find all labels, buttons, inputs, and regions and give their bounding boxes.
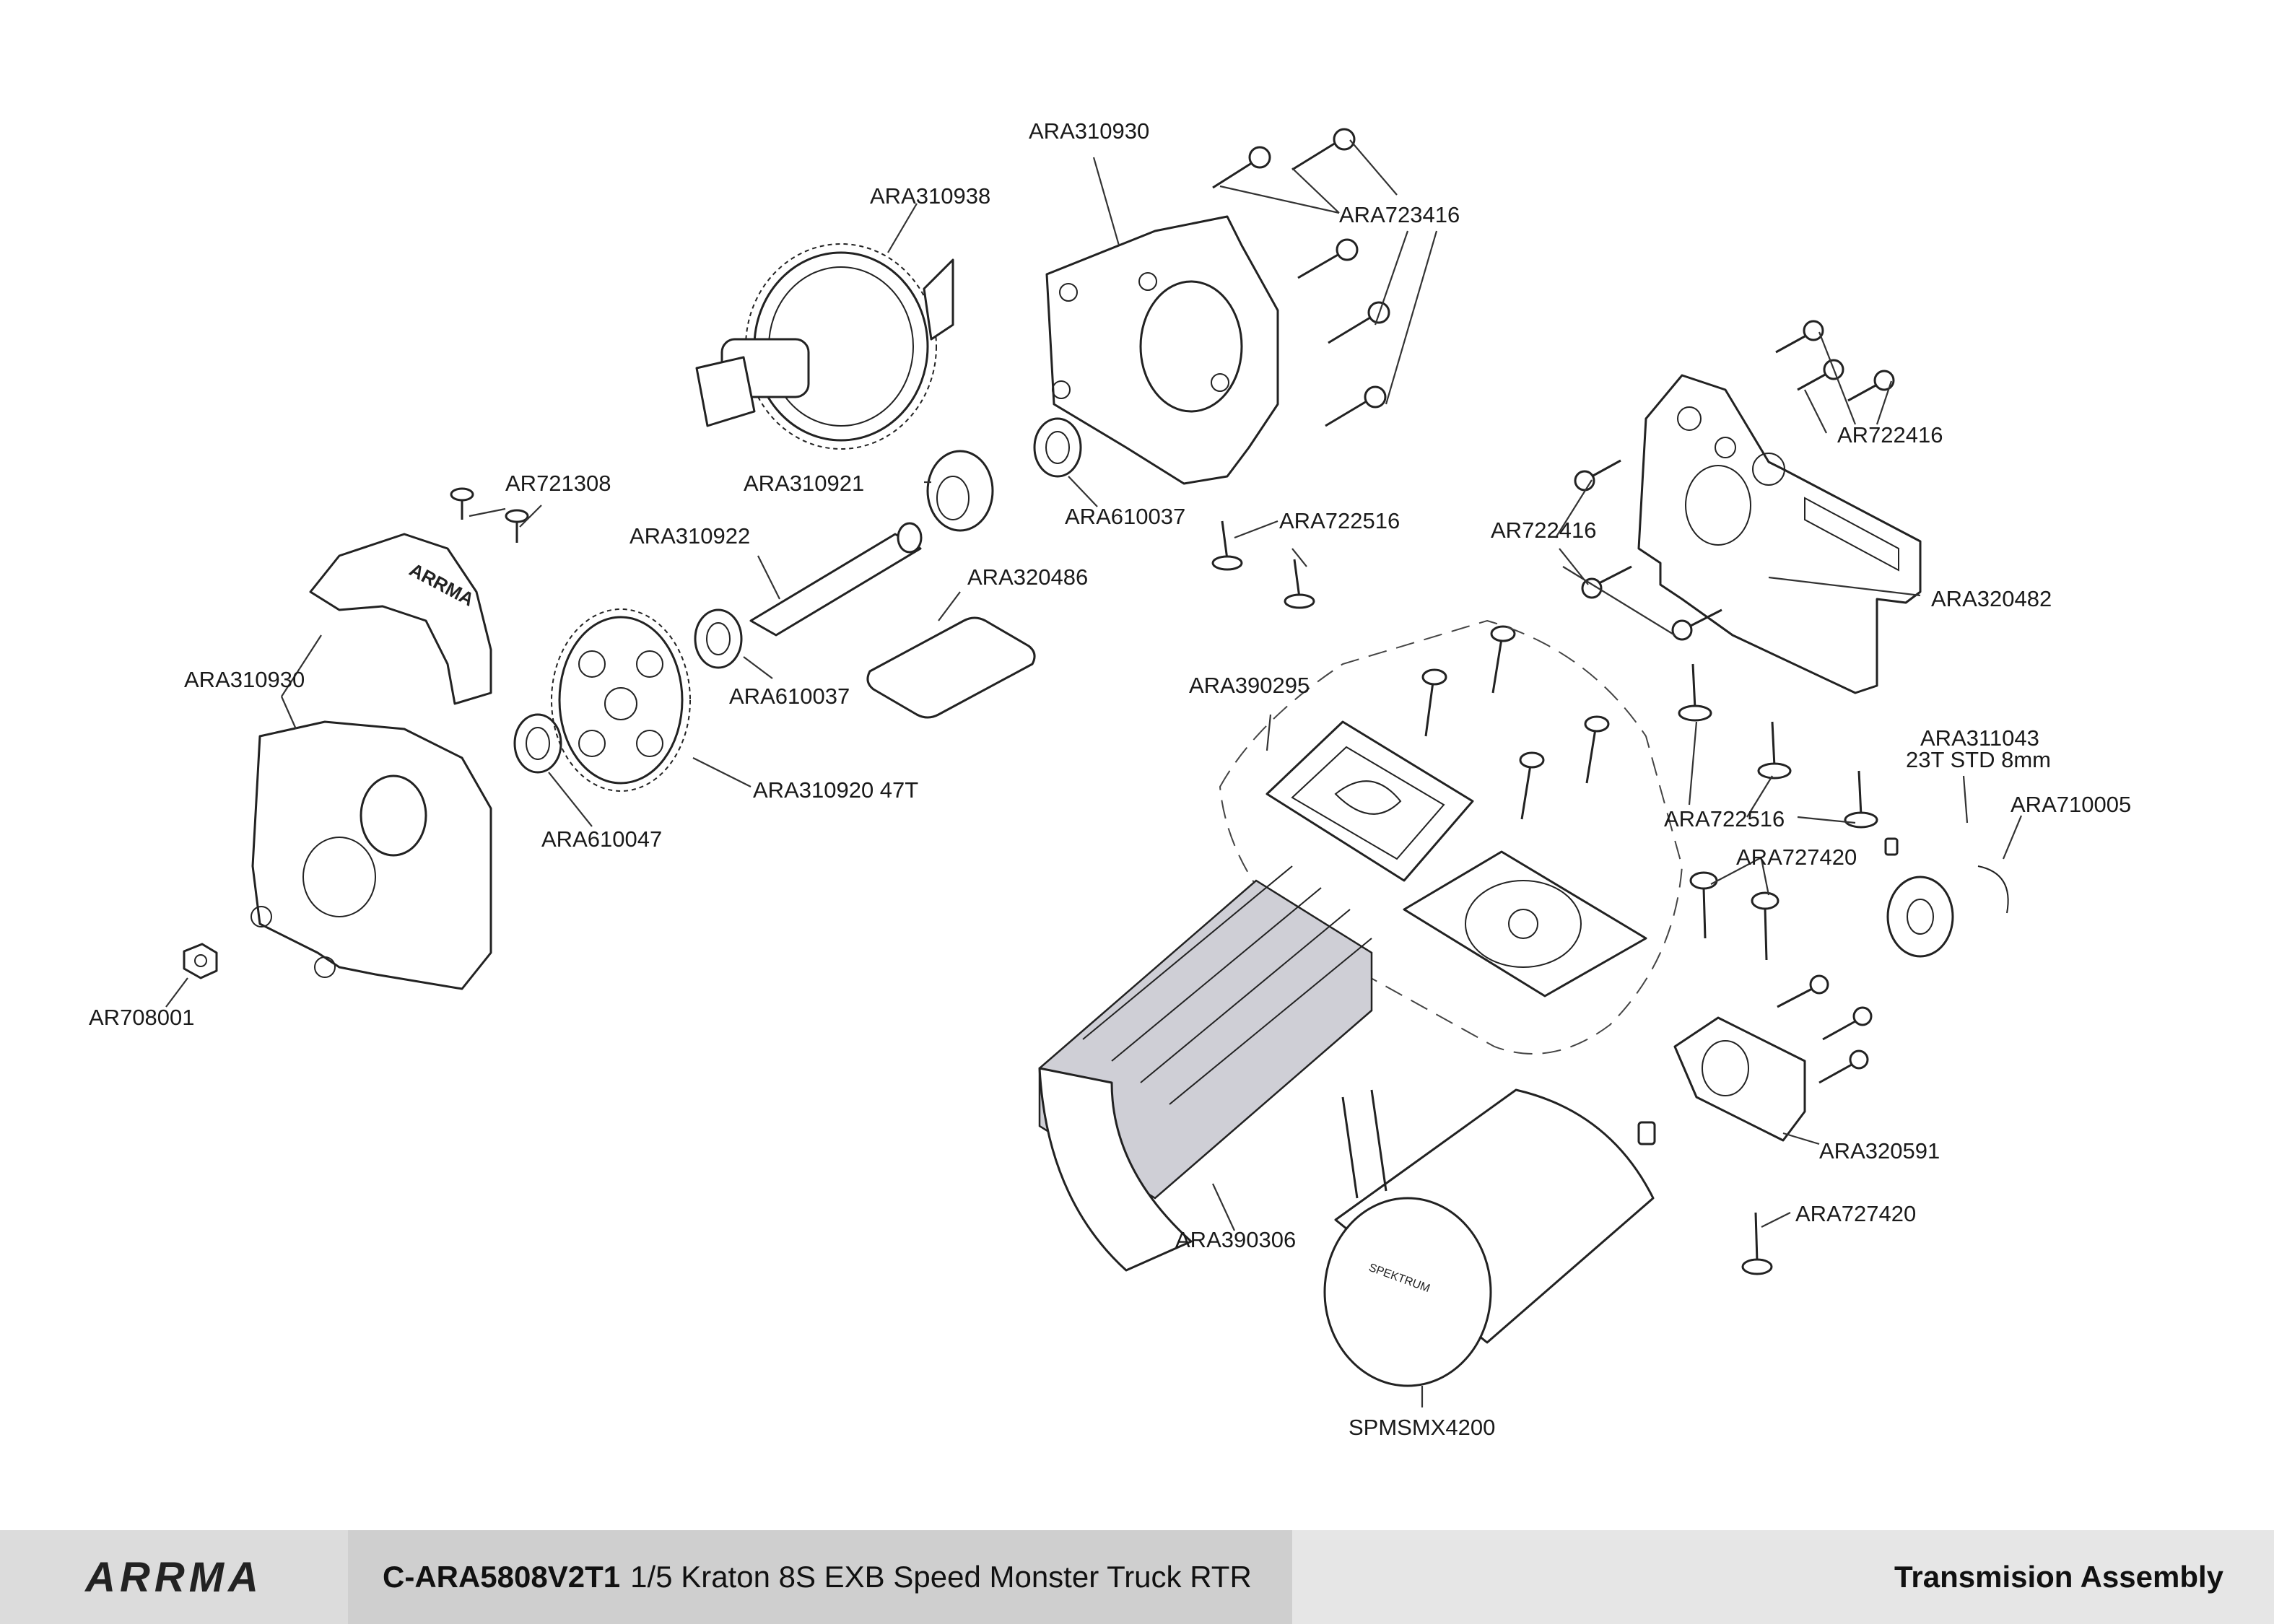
label-ara610037-top: ARA610037 bbox=[1065, 504, 1185, 529]
label-spmsmx4200: SPMSMX4200 bbox=[1349, 1415, 1495, 1440]
brand-logo-cell: ARRMA bbox=[0, 1530, 348, 1624]
model-name: 1/5 Kraton 8S EXB Speed Monster Truck RT… bbox=[630, 1560, 1252, 1594]
fan-guard bbox=[1265, 720, 1474, 882]
kit-part-number: C-ARA5808V2T1 bbox=[383, 1560, 621, 1594]
spur-gear-47t bbox=[551, 608, 691, 792]
fan-screws bbox=[1421, 625, 1610, 820]
screws-ar721308 bbox=[450, 487, 529, 543]
input-gear-and-shaft bbox=[749, 450, 994, 637]
label-ar722416-mid: AR722416 bbox=[1491, 518, 1597, 543]
gearbox-case-lower bbox=[251, 720, 492, 990]
label-ara390295: ARA390295 bbox=[1189, 673, 1310, 698]
gearbox-case-upper bbox=[1045, 215, 1279, 485]
section-title: Transmision Assembly bbox=[1292, 1530, 2274, 1624]
arrma-logo-text: ARRMA bbox=[84, 1555, 263, 1599]
label-ara311043-line2: 23T STD 8mm bbox=[1906, 747, 2051, 772]
label-ara710005: ARA710005 bbox=[2011, 792, 2131, 817]
differential-assembly bbox=[695, 243, 954, 450]
label-ara310922: ARA310922 bbox=[630, 523, 750, 549]
footer-title: C-ARA5808V2T1 1/5 Kraton 8S EXB Speed Mo… bbox=[348, 1530, 1292, 1624]
footer-bar: ARRMA C-ARA5808V2T1 1/5 Kraton 8S EXB Sp… bbox=[0, 1530, 2274, 1624]
gasket bbox=[866, 616, 1036, 719]
label-ara320591: ARA320591 bbox=[1819, 1138, 1940, 1164]
label-ara722516-right: ARA722516 bbox=[1664, 806, 1785, 831]
label-ara610037-mid: ARA610037 bbox=[729, 684, 850, 709]
pinion-gear bbox=[1884, 837, 2009, 958]
fan-group-outline bbox=[1219, 619, 1683, 1055]
label-ara390306: ARA390306 bbox=[1175, 1227, 1296, 1252]
bearings bbox=[513, 417, 1082, 774]
label-ara320486: ARA320486 bbox=[967, 564, 1088, 590]
arrma-logo: ARRMA bbox=[84, 1555, 263, 1599]
motor-mount bbox=[1673, 974, 1873, 1142]
label-ara727420-top: ARA727420 bbox=[1736, 844, 1857, 870]
label-ar708001: AR708001 bbox=[89, 1005, 195, 1030]
screws-ara723416 bbox=[1212, 128, 1390, 427]
screws-misc bbox=[1211, 520, 1878, 1275]
label-ara310930-top: ARA310930 bbox=[1029, 118, 1149, 144]
label-ara610047: ARA610047 bbox=[541, 826, 662, 852]
label-ara311043-line1: ARA311043 bbox=[1920, 725, 2039, 751]
label-ara723416: ARA723416 bbox=[1339, 202, 1460, 227]
exploded-diagram: ARRMA bbox=[89, 118, 2131, 1440]
nut-ar708001 bbox=[183, 943, 218, 979]
motor: SPEKTRUM bbox=[1323, 1088, 1656, 1387]
label-ara722516-top: ARA722516 bbox=[1279, 508, 1400, 533]
label-ara310921: ARA310921 bbox=[744, 471, 864, 496]
part-labels: ARA310930 ARA310938 ARA723416 AR722416 A… bbox=[89, 118, 2131, 1440]
leader-lines bbox=[165, 139, 2023, 1407]
cooling-fan bbox=[1403, 850, 1647, 997]
label-ara727420-bottom: ARA727420 bbox=[1795, 1201, 1916, 1226]
label-ara310920: ARA310920 47T bbox=[753, 777, 918, 803]
label-ar722416-top: AR722416 bbox=[1837, 422, 1943, 448]
screws-ar722416-top bbox=[1775, 320, 1895, 402]
label-ara310930-left: ARA310930 bbox=[184, 667, 305, 692]
gearbox-cover: ARRMA bbox=[309, 533, 492, 705]
label-ar721308: AR721308 bbox=[505, 471, 611, 496]
heatsink bbox=[1038, 865, 1373, 1272]
label-ara310938: ARA310938 bbox=[870, 183, 990, 209]
label-ara320482: ARA320482 bbox=[1931, 586, 2052, 611]
motor-plate bbox=[1637, 374, 1922, 694]
